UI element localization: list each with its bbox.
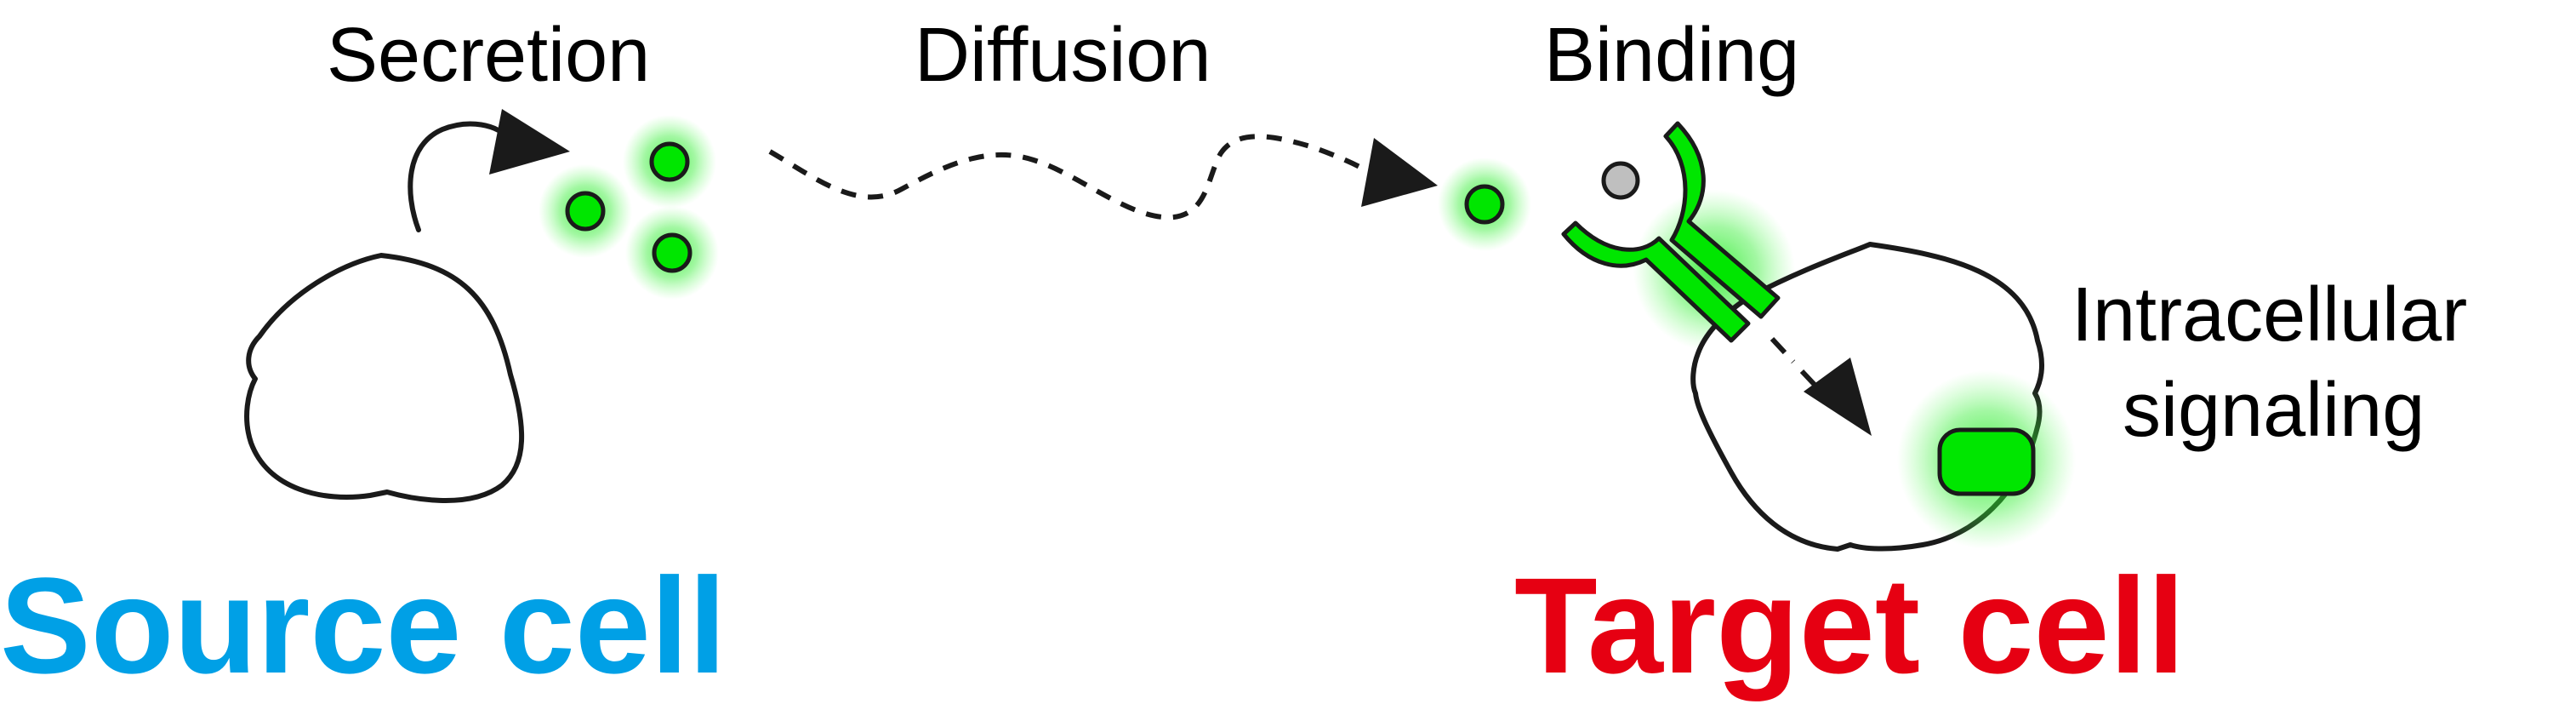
intracellular-arrow-head <box>1804 358 1872 436</box>
diffusion-arrow-head <box>1361 138 1438 207</box>
target-cell-label: Target cell <box>1514 549 2185 701</box>
intracellular-signaling-label-line2: signaling <box>2123 368 2425 453</box>
diffusing-ligand <box>1438 157 1531 251</box>
intracellular-signaling-label-line1: Intracellular <box>2072 272 2467 358</box>
receptor-upper-arm <box>1663 121 1781 319</box>
source-cell <box>244 253 525 503</box>
secreted-ligand-2 <box>623 115 716 209</box>
receptor-lower-arm <box>1561 220 1751 343</box>
diffusion-label: Diffusion <box>915 13 1211 98</box>
secretion-arrow-head <box>489 109 570 175</box>
source-cell-label: Source cell <box>0 549 727 701</box>
secretion-arrow-line <box>407 121 513 232</box>
nucleus <box>1937 427 2036 496</box>
intracellular-arrow-line <box>1770 336 1796 364</box>
binding-label: Binding <box>1544 13 1799 98</box>
secretion-label: Secretion <box>327 13 650 98</box>
secreted-ligand-1 <box>539 164 632 258</box>
secreted-ligand-3 <box>625 206 719 300</box>
diffusion-path <box>768 134 1376 220</box>
grey-ligand <box>1601 161 1640 200</box>
